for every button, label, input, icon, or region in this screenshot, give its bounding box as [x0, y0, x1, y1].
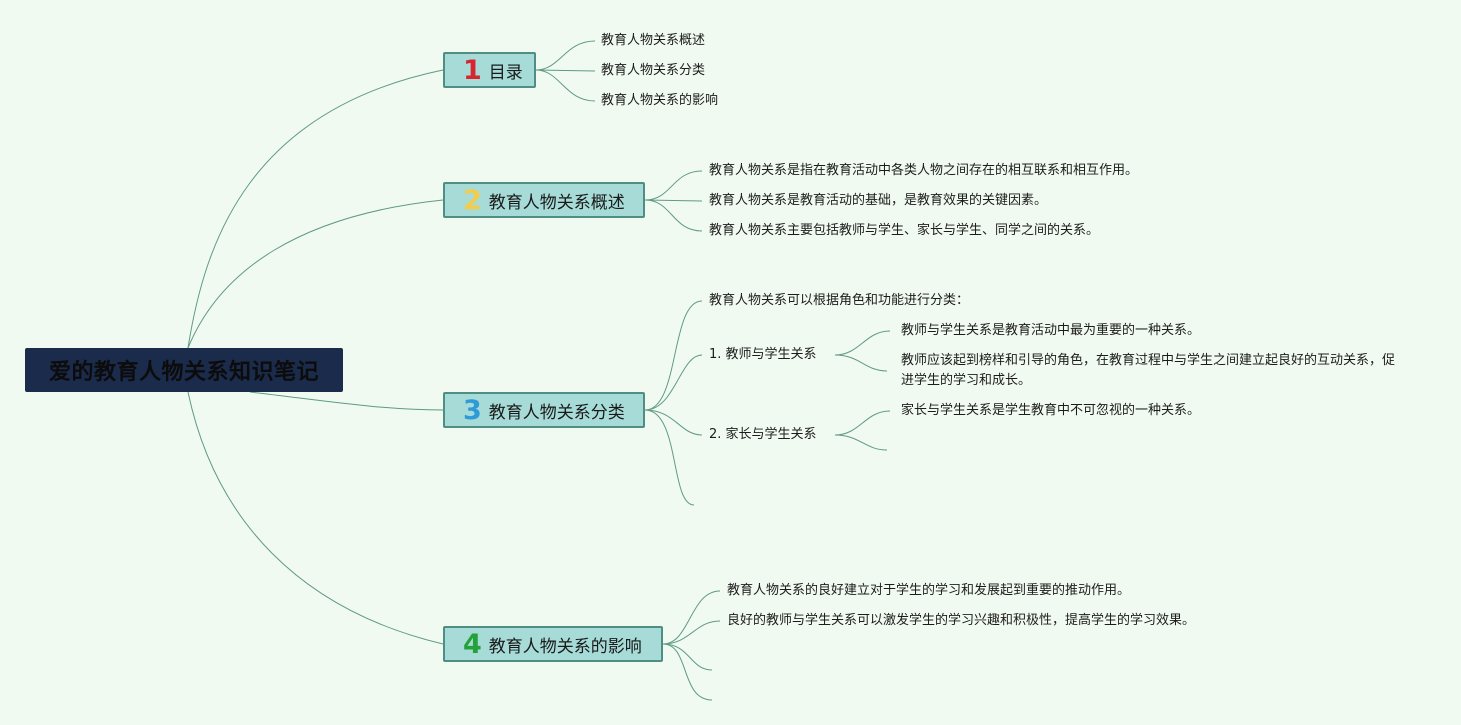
- leaf-classification-intro[interactable]: 教育人物关系可以根据角色和功能进行分类：: [709, 293, 970, 308]
- root-title: 爱的教育人物关系知识笔记: [48, 360, 319, 385]
- subtopic-parent-student[interactable]: 2. 家长与学生关系: [709, 427, 817, 442]
- branch-number: 1: [463, 54, 482, 86]
- subtopic-teacher-student[interactable]: 1. 教师与学生关系: [709, 347, 817, 362]
- link-b4-e2: [662, 643, 713, 701]
- link-b1-l1: [535, 40, 596, 71]
- link-b4-e1: [662, 643, 713, 671]
- leaf-impact-1[interactable]: 教育人物关系的良好建立对于学生的学习和发展起到重要的推动作用。: [727, 583, 1131, 598]
- branch-label: 目录: [488, 62, 523, 83]
- link-s1-l2: [834, 354, 888, 372]
- leaf-toc-3[interactable]: 教育人物关系的影响: [601, 93, 719, 108]
- link-b4-l2: [662, 620, 721, 645]
- branch-label: 教育人物关系分类: [488, 402, 625, 423]
- link-b1-l3: [535, 69, 596, 102]
- link-root-b1: [187, 69, 444, 349]
- link-s2-l1: [834, 410, 891, 436]
- link-b3-l1: [644, 300, 703, 411]
- branch-impact[interactable]: 4 教育人物关系的影响: [443, 626, 663, 662]
- root-node[interactable]: 爱的教育人物关系知识笔记: [25, 348, 343, 392]
- branch-label: 教育人物关系的影响: [488, 636, 642, 657]
- link-b4-l1: [662, 590, 721, 645]
- branch-overview[interactable]: 2 教育人物关系概述: [443, 182, 645, 218]
- leaf-impact-2[interactable]: 良好的教师与学生关系可以激发学生的学习兴趣和积极性，提高学生的学习效果。: [727, 613, 1196, 628]
- link-s1-l1: [834, 330, 891, 356]
- branch-number: 3: [463, 394, 482, 426]
- branch-toc[interactable]: 1 目录: [443, 52, 536, 88]
- leaf-overview-3[interactable]: 教育人物关系主要包括教师与学生、家长与学生、同学之间的关系。: [709, 223, 1100, 238]
- link-root-b4: [187, 391, 444, 645]
- leaf-toc-2[interactable]: 教育人物关系分类: [601, 63, 706, 78]
- leaf-overview-1[interactable]: 教育人物关系是指在教育活动中各类人物之间存在的相互联系和相互作用。: [709, 163, 1139, 178]
- branch-label: 教育人物关系概述: [488, 192, 625, 213]
- leaf-teacher-student-2[interactable]: 教师应该起到榜样和引导的角色，在教育过程中与学生之间建立起良好的互动关系，促进学…: [901, 353, 1396, 388]
- leaf-parent-student-1[interactable]: 家长与学生关系是学生教育中不可忽视的一种关系。: [901, 403, 1201, 418]
- link-root-b2: [187, 199, 444, 349]
- branch-classification[interactable]: 3 教育人物关系分类: [443, 392, 645, 428]
- link-s2-e1: [834, 434, 888, 451]
- link-b2-l2: [644, 199, 703, 202]
- link-b2-l1: [644, 170, 703, 201]
- leaf-overview-2[interactable]: 教育人物关系是教育活动的基础，是教育效果的关键因素。: [709, 193, 1048, 208]
- link-b3-e1: [644, 409, 695, 506]
- link-b3-s2: [644, 409, 703, 436]
- branch-number: 2: [463, 184, 482, 216]
- link-b3-s1: [644, 354, 703, 411]
- link-b2-l3: [644, 199, 703, 232]
- link-root-b3: [249, 391, 444, 411]
- leaf-teacher-student-1[interactable]: 教师与学生关系是教育活动中最为重要的一种关系。: [901, 323, 1201, 338]
- leaf-toc-1[interactable]: 教育人物关系概述: [601, 33, 706, 48]
- link-b1-l2: [535, 69, 596, 72]
- branch-number: 4: [463, 628, 482, 660]
